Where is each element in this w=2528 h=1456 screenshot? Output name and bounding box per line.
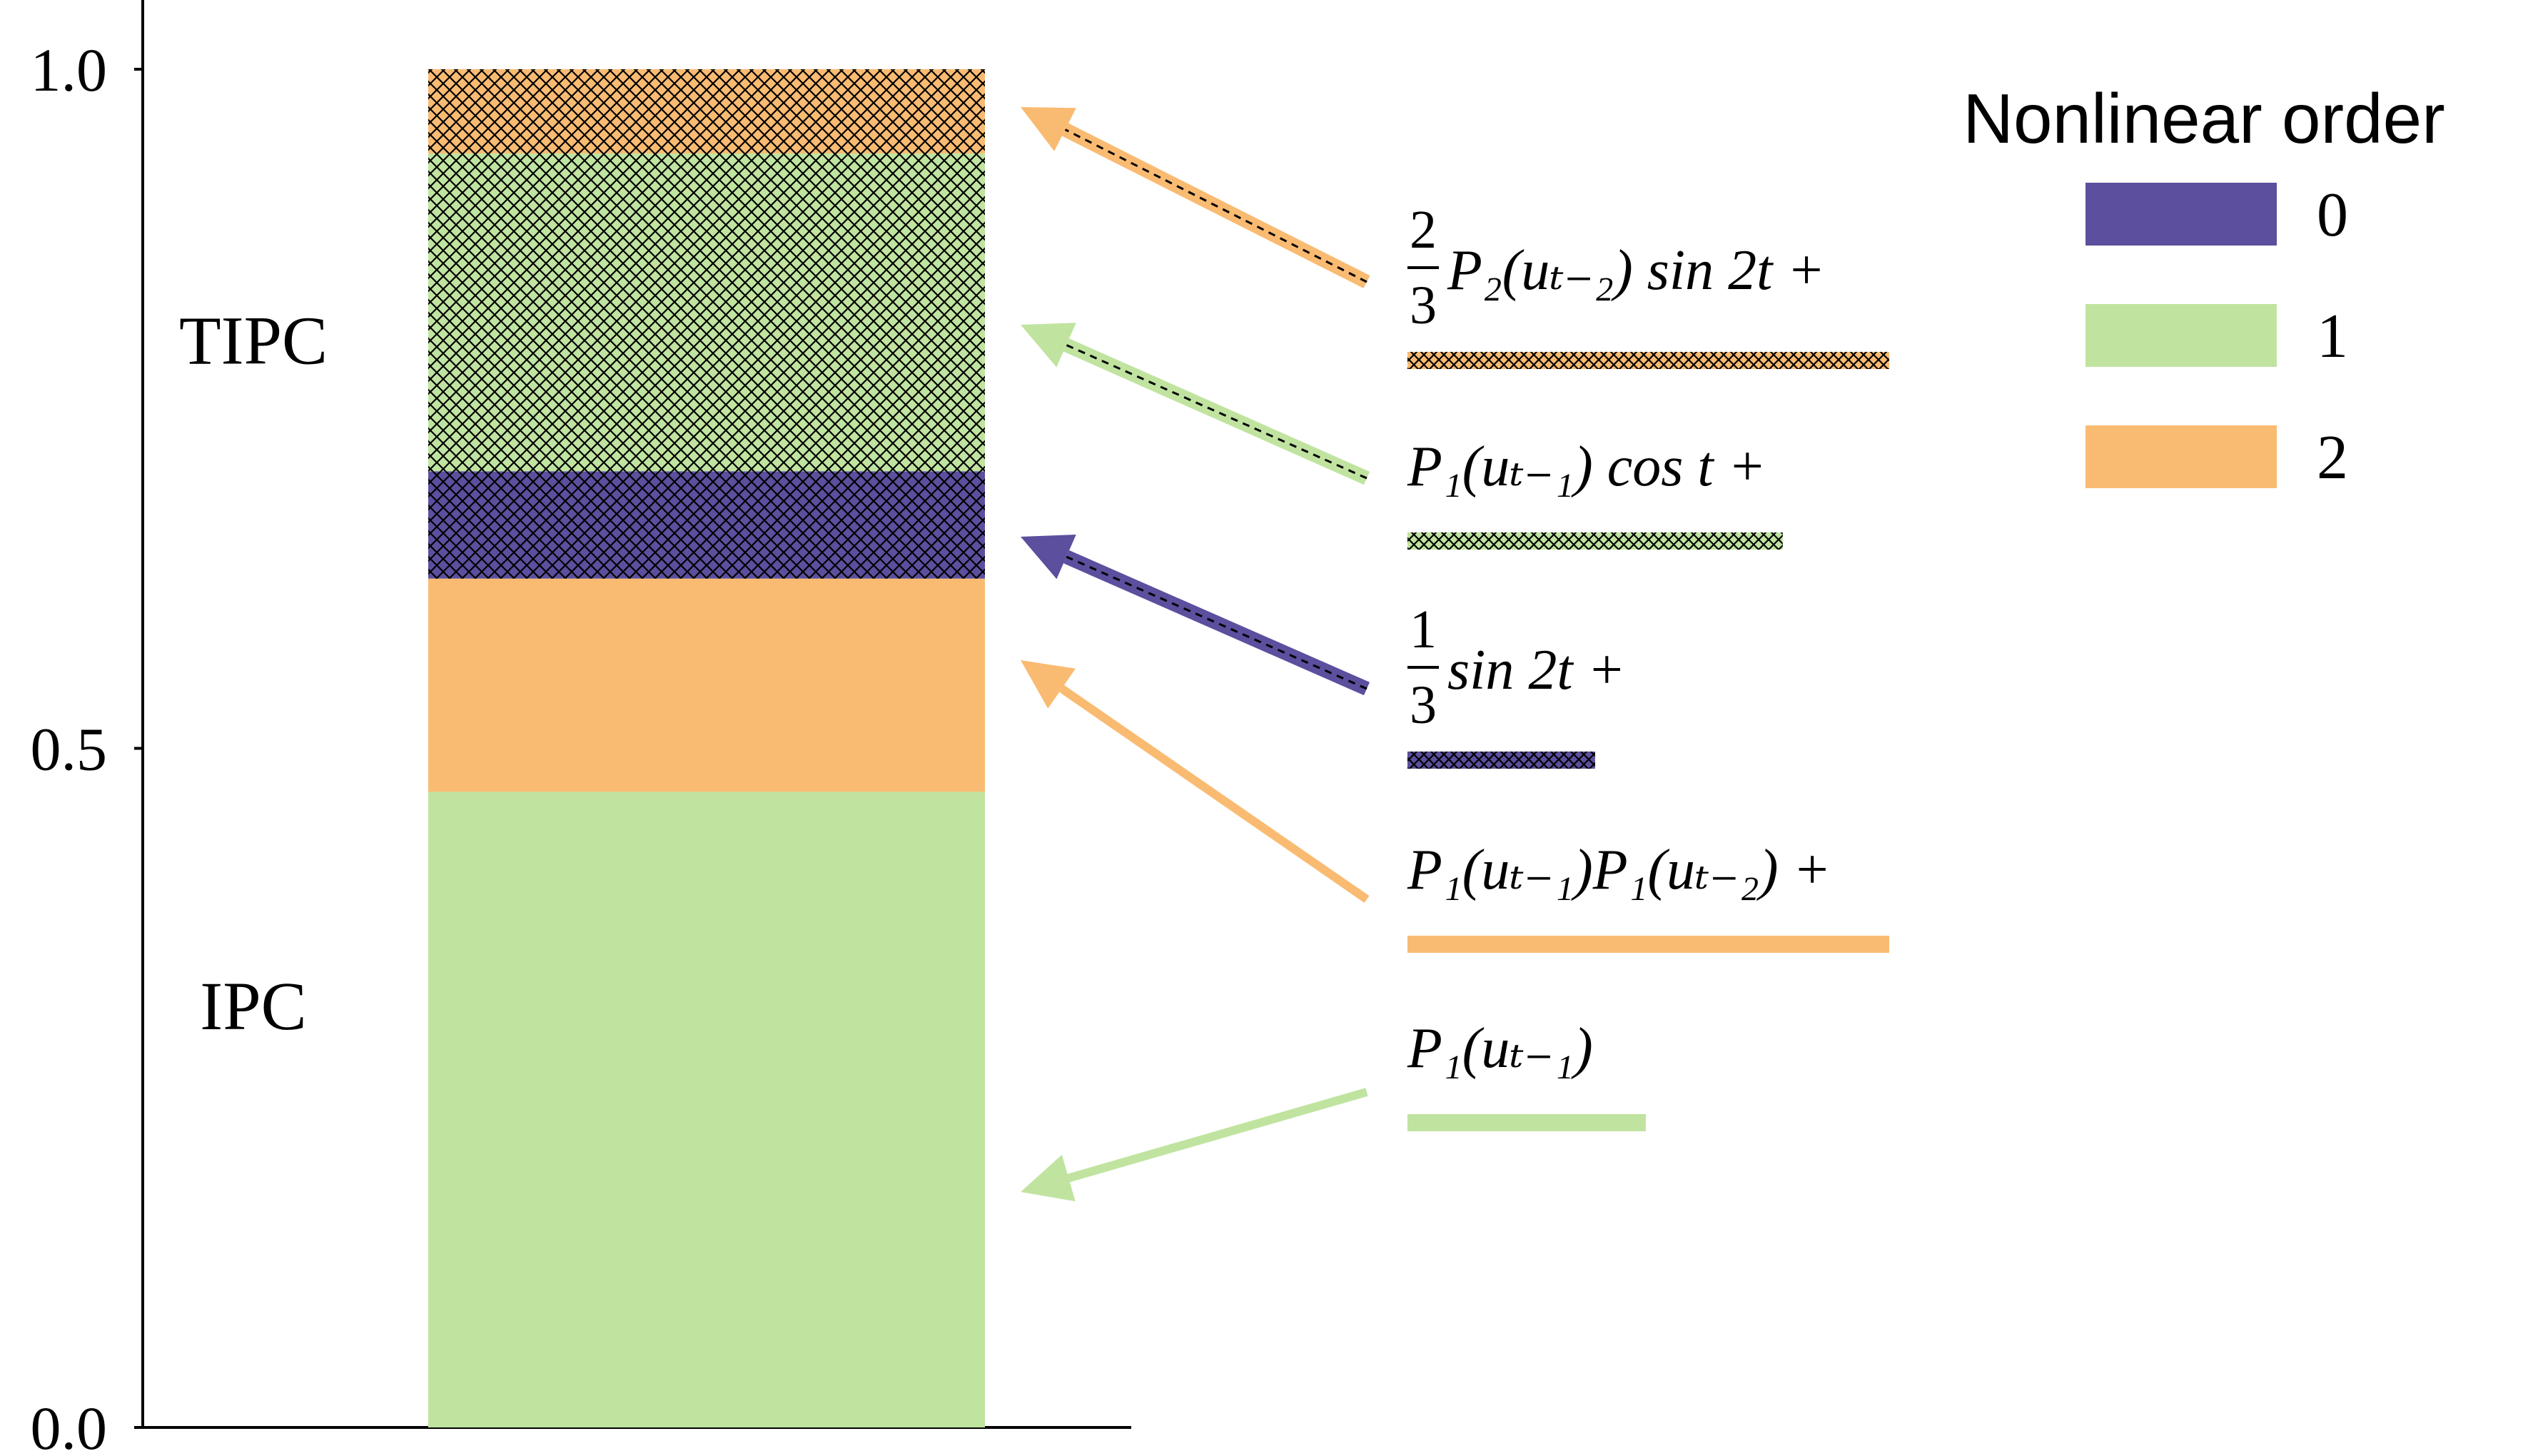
legend-label-0: 0 bbox=[2317, 181, 2348, 250]
bar-segments bbox=[428, 69, 985, 1427]
legend-swatch-1 bbox=[2085, 304, 2277, 367]
legend-entries: 0 1 2 bbox=[2085, 181, 2348, 492]
bar-segment-hatch-p1cos bbox=[428, 153, 985, 472]
swatch-p1p1 bbox=[1407, 936, 1889, 953]
legend-title: Nonlinear order bbox=[1963, 79, 2444, 158]
arrow-hatch-p2sin bbox=[1064, 128, 1367, 283]
bar-segment-hatch-p2sin bbox=[428, 69, 985, 153]
legend-swatch-2 bbox=[2085, 425, 2277, 488]
bar-segment-p1 bbox=[428, 792, 985, 1427]
arrow-shaft-sin bbox=[1063, 550, 1370, 696]
legend-swatch-0 bbox=[2085, 183, 2277, 246]
coef-denominator-p2sin: 3 bbox=[1410, 275, 1437, 335]
arrow-hatch-p1cos bbox=[1066, 343, 1367, 480]
arrow-head-p1 bbox=[1021, 1154, 1076, 1202]
arrow-head-p1p1 bbox=[1021, 660, 1076, 709]
coef-numerator-sin: 1 bbox=[1410, 600, 1437, 659]
group-labels: TIPC IPC bbox=[179, 303, 328, 1044]
legend-label-1: 1 bbox=[2317, 302, 2348, 371]
coef-numerator-p2sin: 2 bbox=[1410, 200, 1437, 260]
y-ticks: 0.0 0.5 1.0 bbox=[31, 36, 143, 1456]
group-label-tipc: TIPC bbox=[179, 303, 328, 379]
arrow-shaft-p1p1 bbox=[1059, 684, 1370, 903]
swatch-hatch-p2sin bbox=[1407, 352, 1889, 369]
y-tick-label-1: 0.5 bbox=[31, 715, 108, 784]
arrow-head-p2sin bbox=[1021, 107, 1076, 151]
legend: Nonlinear order 0 1 2 bbox=[1963, 79, 2444, 492]
swatch-hatch-p1cos bbox=[1407, 532, 1783, 550]
formula-p2sin: P₂(uₜ₋₂) sin 2t + bbox=[1447, 239, 1825, 302]
bar-segment-p1p1 bbox=[428, 578, 985, 792]
formula-p1cos: P₁(uₜ₋₁) cos t + bbox=[1407, 435, 1766, 498]
formula-p1: P₁(uₜ₋₁) bbox=[1407, 1017, 1593, 1080]
formula-sin: sin 2t + bbox=[1447, 639, 1626, 702]
coef-denominator-sin: 3 bbox=[1410, 675, 1437, 735]
group-label-ipc: IPC bbox=[200, 968, 306, 1044]
swatch-hatch-sin bbox=[1407, 752, 1595, 769]
bar-segment-hatch-sin bbox=[428, 471, 985, 579]
swatch-p1 bbox=[1407, 1114, 1646, 1131]
arrow-hatch-sin bbox=[1066, 555, 1367, 690]
y-tick-label-2: 1.0 bbox=[31, 36, 108, 104]
arrow-head-p1cos bbox=[1021, 323, 1076, 368]
y-tick-label-0: 0.0 bbox=[31, 1394, 108, 1456]
arrow-shaft-p1 bbox=[1067, 1088, 1368, 1183]
arrow-head-sin bbox=[1021, 535, 1076, 580]
formula-p1p1: P₁(uₜ₋₁)P₁(uₜ₋₂) + bbox=[1407, 839, 1831, 901]
legend-label-2: 2 bbox=[2317, 423, 2348, 492]
